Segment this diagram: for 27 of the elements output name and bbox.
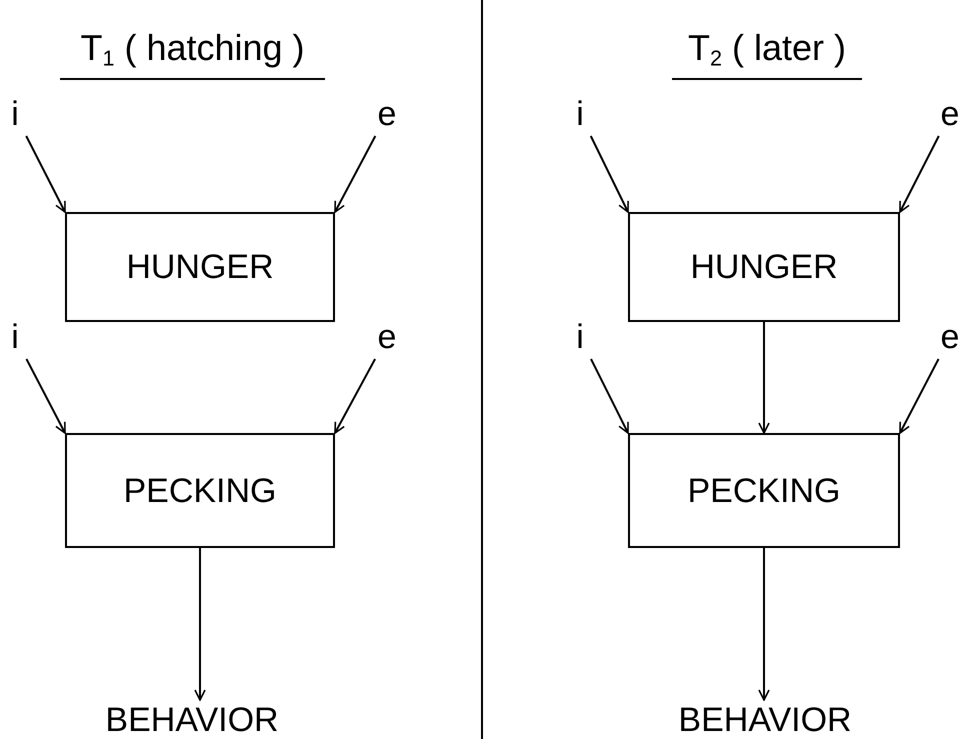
arrow — [25, 136, 66, 213]
arrow — [590, 358, 629, 434]
arrow — [590, 136, 629, 213]
arrow — [899, 358, 940, 434]
node-label: i — [0, 92, 30, 136]
process-box: HUNGER — [628, 212, 900, 322]
node-label: i — [0, 315, 30, 359]
process-box: HUNGER — [65, 212, 335, 322]
arrow — [334, 136, 376, 213]
process-box: PECKING — [628, 433, 900, 548]
node-label: e — [935, 92, 965, 136]
arrow — [334, 358, 376, 434]
node-label: e — [372, 92, 402, 136]
process-box: PECKING — [65, 433, 335, 548]
node-label: BEHAVIOR — [655, 700, 875, 739]
node-label: i — [565, 92, 595, 136]
node-label: BEHAVIOR — [82, 700, 302, 739]
arrow — [899, 136, 940, 213]
node-label: e — [935, 315, 965, 359]
arrow — [758, 548, 770, 701]
arrow — [194, 548, 206, 701]
panel-heading: T$_{1}$ ( hatching ) — [60, 18, 325, 80]
panel-heading: T$_{2}$ ( later ) — [672, 18, 862, 80]
node-label: e — [372, 315, 402, 359]
node-label: i — [565, 315, 595, 359]
arrow — [26, 358, 66, 434]
arrow — [758, 322, 770, 434]
